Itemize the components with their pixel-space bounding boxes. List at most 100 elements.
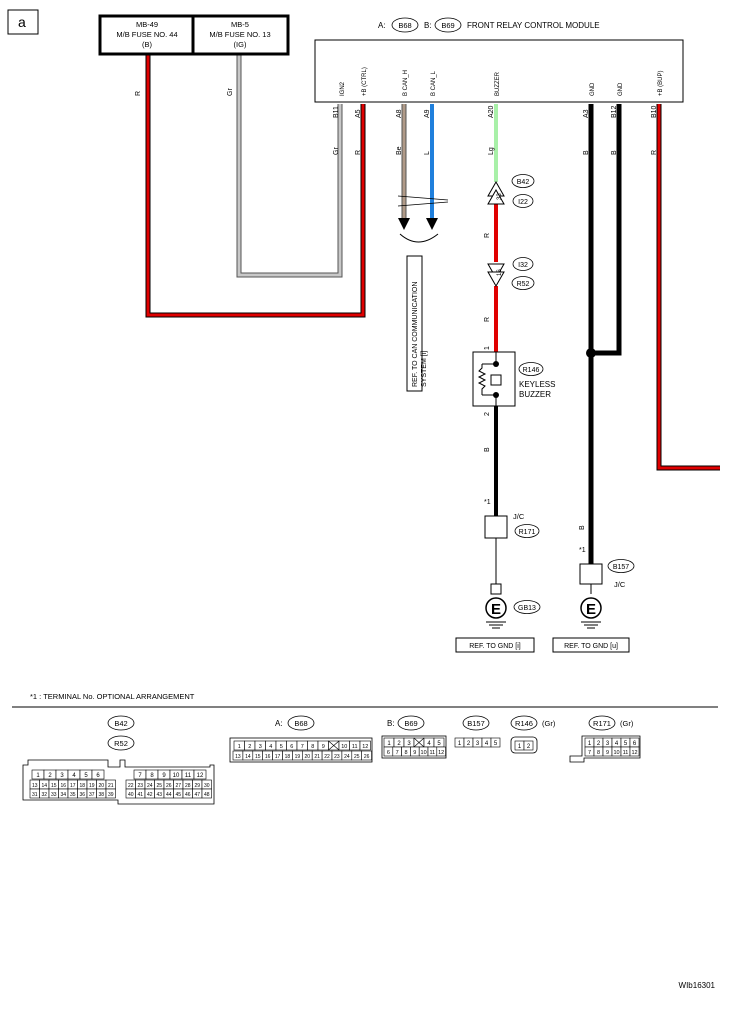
b157-pin: 3 [476,741,480,747]
b68-pin: 22 [324,754,330,760]
b42-pin: 46 [185,792,191,798]
pin-33: 33 [497,193,503,200]
b157-pin: 5 [494,741,498,747]
b68-pin: 15 [255,754,261,760]
i22-oval [512,194,534,208]
module-pin-id: B12 [611,105,618,118]
b42-label: B42 [517,179,530,186]
b42-pin: 45 [175,792,181,798]
b68-pin: 10 [341,744,347,750]
b69-cell [436,746,446,757]
buzzer-pin1: 1 [484,346,491,350]
r171-pin: 7 [588,750,591,756]
r52-oval [511,276,535,290]
module-prefix-a: A: [378,21,386,30]
connector-i32-top [487,263,505,280]
jc-b157-box [579,563,603,585]
r171-oval [514,524,540,538]
b42-pin: 44 [166,792,172,798]
can-twist-arc [399,233,439,243]
b69-pin: 11 [430,750,436,756]
b42-pin: 34 [60,792,66,798]
r171-pin: 6 [633,741,637,747]
b42-pin: 7 [138,773,142,779]
module-conn-a-oval [391,17,419,33]
b42-pin: 24 [147,783,153,789]
b68-pin: 14 [245,754,251,760]
module-pin-name: GND [618,82,624,96]
gb13-label: GB13 [518,605,536,612]
b42-cell [193,769,207,780]
b68-pin: 11 [352,744,358,750]
b68-pin: 6 [290,744,293,750]
can-ref-line-2: SYSTEM [i] [421,351,428,387]
b68-pin: 19 [295,754,301,760]
legend-b69: B69 [404,719,417,728]
module-pin-id: B10 [651,105,658,118]
b42-pin: 1 [36,773,40,779]
b42-cell [105,788,116,799]
fuse1-line3: (B) [142,40,153,49]
buzzer-red-label-1: R [484,233,491,238]
fuse2-line1: MB-5 [231,20,249,29]
b42-pin: 40 [128,792,134,798]
b68-pin: 13 [235,754,241,760]
r146-cell [523,740,534,751]
can-ref-line-1: REF. TO CAN COMMUNICATION [412,282,419,387]
wire-bup-red [657,104,720,470]
r171-pin: 12 [631,750,637,756]
b42-pin: 48 [204,792,210,798]
r171-pin: 1 [588,741,592,747]
legend-r171: R171 [593,719,611,728]
r146-label: R146 [523,367,540,374]
b69-pin: 6 [387,750,390,756]
buzzer-label-1: KEYLESS [519,380,555,389]
b42-pin: 19 [89,783,95,789]
module-pin-wire-color: B [611,150,618,155]
b157-pin: 2 [467,741,471,747]
gnd-ref-right-box [552,637,630,653]
b69-pin: 3 [407,741,411,747]
legend-b42-outline [22,759,215,805]
r52-label: R52 [517,281,530,288]
module-pin-name: +B (CTRL) [362,67,368,96]
b42-pin: 21 [108,783,114,789]
gb13-oval [513,600,541,614]
b42-pin: 37 [89,792,95,798]
can-ref-box [406,255,423,392]
legend-b68-outline [229,737,373,763]
r171-pin: 10 [613,750,619,756]
b42-pin: 8 [150,773,154,779]
b42-pin: 27 [175,783,181,789]
b42-pin: 31 [32,792,38,798]
module-pin-id: B11 [333,106,340,118]
wire-fuse13-gray [237,52,342,277]
ground-junction-dot [586,348,596,358]
b42-pin: 43 [156,792,162,798]
b42-pin: 12 [197,773,204,779]
b42-pin: 26 [166,783,172,789]
gnd-ref-left: REF. TO GND [i] [469,643,521,650]
legend-r146-color: (Gr) [542,719,556,728]
b42-pin: 22 [128,783,134,789]
b68-blank-mark [328,740,340,751]
b68-pin: 12 [362,744,368,750]
module-box [314,39,684,103]
b68-pin: 1 [238,744,241,750]
b69-pin: 12 [438,750,444,756]
connector-i32-bottom [487,271,505,288]
b68-pin: 3 [259,744,262,750]
b69-pin: 5 [437,741,441,747]
can-ref-line1 [397,195,449,201]
module-conn-b-oval [434,17,462,33]
gnd-ref-left-box [455,637,535,653]
module-pin-id: A5 [355,109,362,118]
legend-r171-outline [569,735,641,763]
b68-pin: 26 [364,754,370,760]
i22-label: I22 [518,199,528,206]
module-pin-wire-color: R [651,150,658,155]
can-ref-line2 [397,201,449,207]
legend-b42: B42 [114,719,127,728]
